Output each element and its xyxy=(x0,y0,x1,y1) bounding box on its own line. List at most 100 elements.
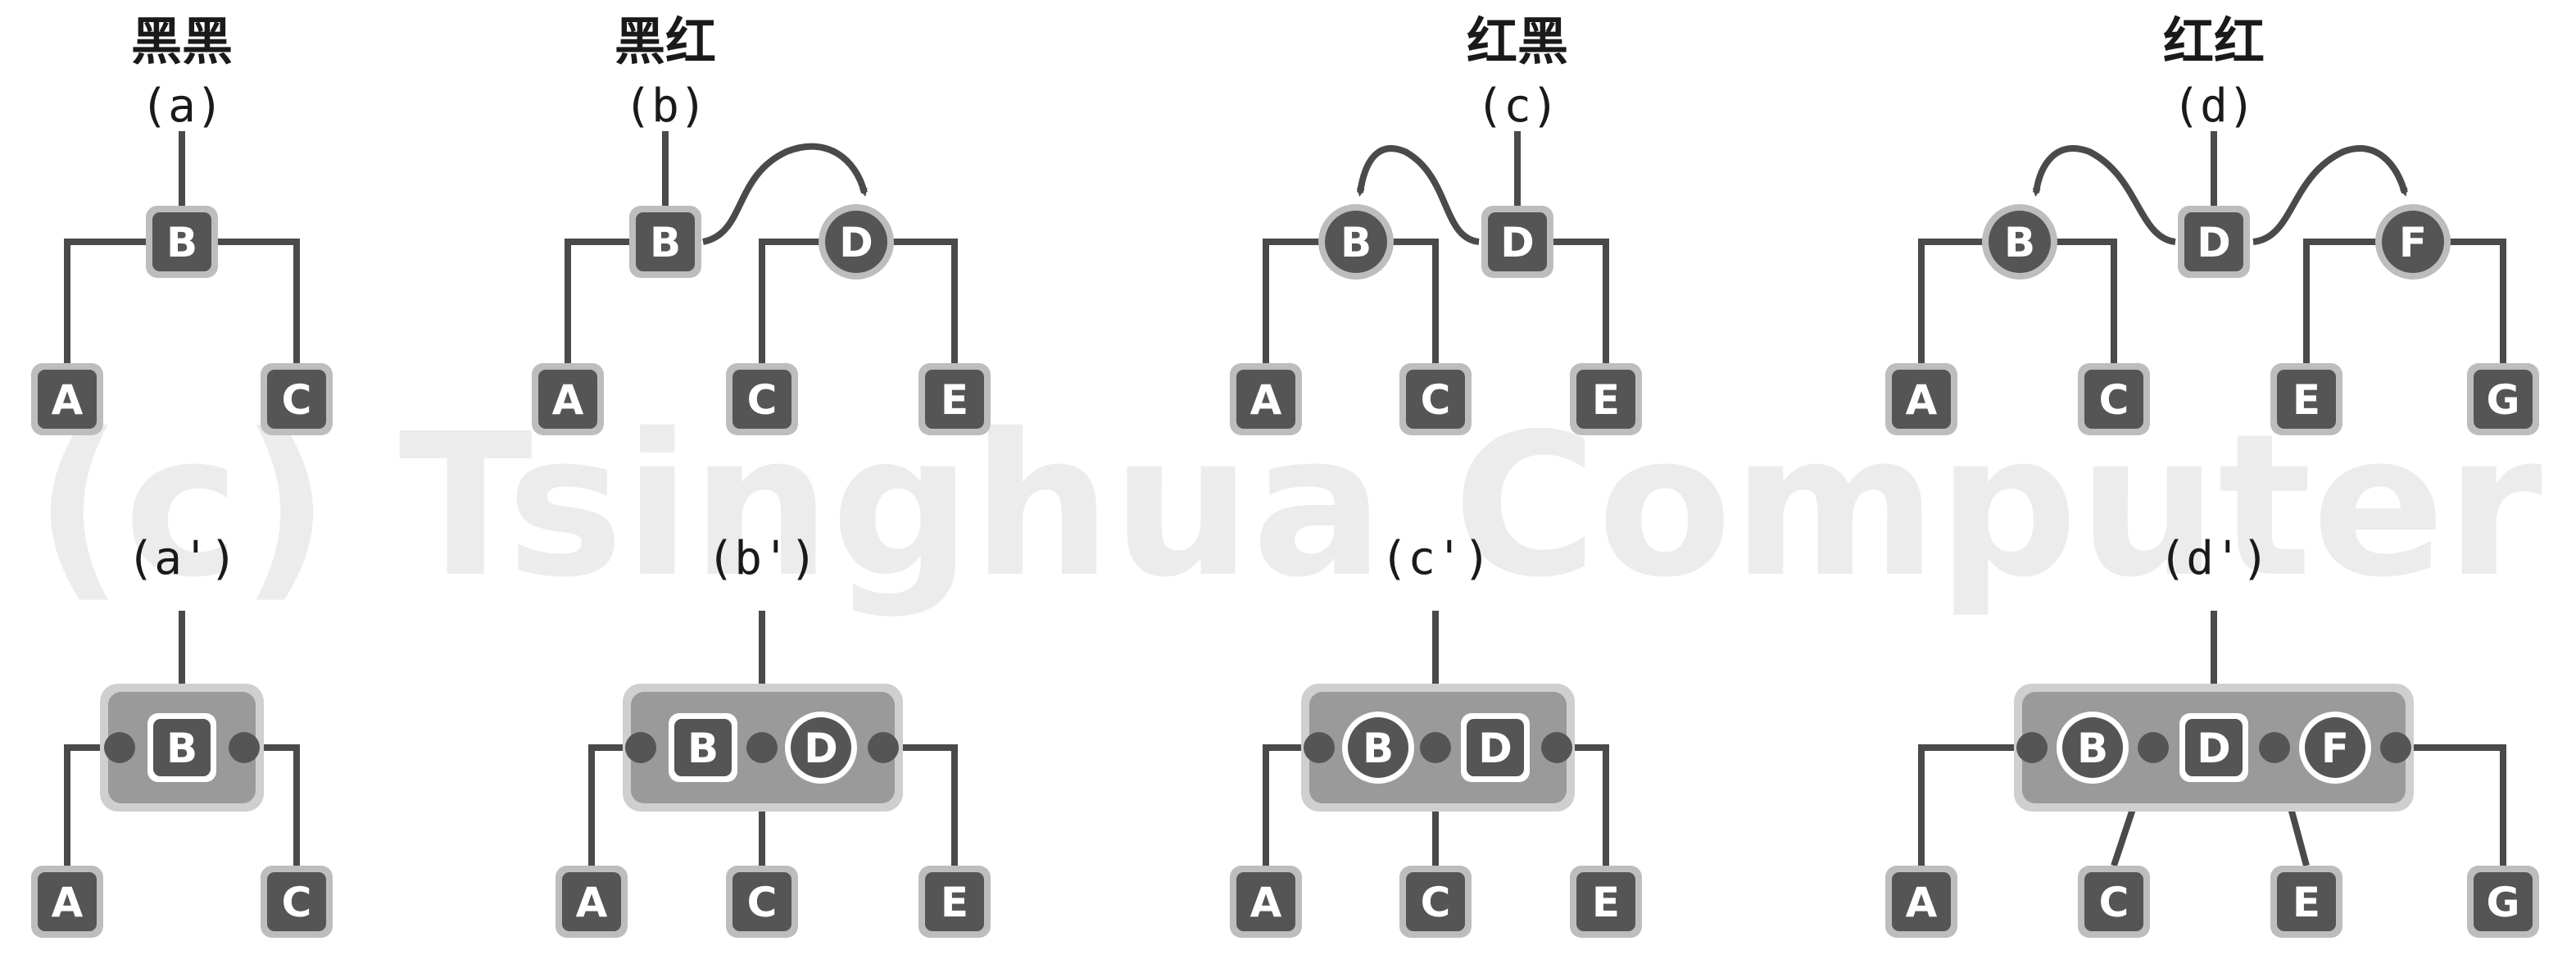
node-d2-key-1 xyxy=(2185,719,2243,776)
label-d-prime: (d') xyxy=(2159,532,2270,585)
node-c-key-0 xyxy=(1325,211,1387,273)
node-d-key-1 xyxy=(2184,212,2243,271)
node-d-key-0 xyxy=(1989,211,2051,273)
node-b-key-1 xyxy=(825,211,887,273)
node-d2-leaf-0-text: A xyxy=(1906,879,1938,926)
node-d2-leaf-1-text: C xyxy=(2099,879,2129,926)
label-b-prime: (b') xyxy=(707,532,818,585)
node-b-leaf-0 xyxy=(538,370,597,429)
label-c-prime: (c') xyxy=(1381,532,1491,585)
node-d-leaf-2-text: E xyxy=(2293,376,2320,424)
node-d-leaf-0 xyxy=(1892,370,1951,429)
dot-d2-3 xyxy=(2380,732,2411,763)
node-c-key-0-text: B xyxy=(1340,219,1372,266)
edge-b-leaf-1 xyxy=(759,239,819,399)
arrow-d-left xyxy=(2032,145,2176,245)
node-d-key-0-text: B xyxy=(2004,219,2035,266)
dot-b2-2 xyxy=(868,732,899,763)
node-c2-key-0-text: B xyxy=(1363,725,1394,772)
node-a-leaf-0 xyxy=(38,370,97,429)
title-c: 红黑 xyxy=(1467,11,1568,71)
dot-b2-1 xyxy=(746,732,778,763)
node-c2-key-0 xyxy=(1348,717,1408,778)
node-c-leaf-2 xyxy=(1576,370,1635,429)
node-b2-leaf-0-text: A xyxy=(576,879,608,926)
node-d-key-2-text: F xyxy=(2399,219,2427,266)
title-b: 黑红 xyxy=(615,11,716,71)
node-a2-leaf-0 xyxy=(38,872,97,931)
node-c2-leaf-2-text: E xyxy=(1592,879,1620,926)
label-a-prime: (a') xyxy=(127,532,238,585)
node-d2-leaf-2 xyxy=(2277,872,2336,931)
edge-b2-leaf-2 xyxy=(883,744,958,902)
node-d2-leaf-0 xyxy=(1892,872,1951,931)
node-d-leaf-1 xyxy=(2084,370,2143,429)
title-d: 红红 xyxy=(2163,11,2265,71)
node-a-key-0 xyxy=(152,212,211,271)
node-c2-leaf-2 xyxy=(1576,872,1635,931)
node-d-leaf-0-text: A xyxy=(1906,376,1938,424)
node-c2-key-1 xyxy=(1467,719,1524,776)
node-a-key-0-text: B xyxy=(166,219,197,266)
node-b2-leaf-2-text: E xyxy=(941,879,968,926)
dot-b2-0 xyxy=(625,732,656,763)
label-d: (d) xyxy=(2172,80,2255,133)
node-a2-leaf-1 xyxy=(267,872,326,931)
node-d2-key-0 xyxy=(2062,717,2123,778)
node-a2-key-0 xyxy=(153,719,211,776)
node-c2-key-1-text: D xyxy=(1478,725,1512,772)
node-d2-leaf-2-text: E xyxy=(2293,879,2320,926)
dot-d2-2 xyxy=(2259,732,2290,763)
node-b-key-1-text: D xyxy=(839,219,873,266)
node-a2-key-0-text: B xyxy=(166,725,197,772)
edge-d2-leaf-3 xyxy=(2396,744,2506,902)
edge-d2-leaf-0 xyxy=(1918,744,2032,902)
node-b2-leaf-2 xyxy=(925,872,984,931)
edge-c-leaf-1 xyxy=(1393,239,1439,399)
arrow-b xyxy=(702,143,868,245)
arrow-d-right xyxy=(2252,145,2408,245)
node-d2-key-2-text: F xyxy=(2321,725,2349,772)
dot-d2-1 xyxy=(2138,732,2169,763)
node-a2-leaf-1-text: C xyxy=(282,879,312,926)
node-d2-key-2 xyxy=(2305,717,2365,778)
node-b-leaf-1-text: C xyxy=(747,376,778,424)
node-c-leaf-0 xyxy=(1236,370,1295,429)
node-b2-key-0 xyxy=(674,719,732,776)
node-d-leaf-2 xyxy=(2277,370,2336,429)
node-d2-key-1-text: D xyxy=(2197,725,2231,772)
dot-c2-1 xyxy=(1420,732,1451,763)
node-c-leaf-2-text: E xyxy=(1592,376,1620,424)
node-d-leaf-1-text: C xyxy=(2099,376,2129,424)
node-b-leaf-2 xyxy=(925,370,984,429)
node-b2-leaf-1 xyxy=(732,872,791,931)
node-b-leaf-1 xyxy=(732,370,791,429)
edge-d-leaf-2 xyxy=(2303,239,2409,399)
node-b2-key-1-text: D xyxy=(804,725,838,772)
node-b2-leaf-1-text: C xyxy=(747,879,778,926)
dot-a2-0 xyxy=(104,732,135,763)
node-a-leaf-1-text: C xyxy=(282,376,312,424)
dot-c2-2 xyxy=(1541,732,1572,763)
node-a-leaf-0-text: A xyxy=(52,376,84,424)
label-a: (a) xyxy=(140,80,223,133)
node-a2-leaf-0-text: A xyxy=(52,879,84,926)
node-d2-leaf-3 xyxy=(2474,872,2533,931)
node-c-key-1-text: D xyxy=(1500,219,1535,266)
node-d-key-2 xyxy=(2382,211,2444,273)
node-b2-key-1 xyxy=(791,717,851,778)
node-c-key-1 xyxy=(1488,212,1547,271)
node-c-leaf-1-text: C xyxy=(1421,376,1451,424)
node-c2-leaf-1-text: C xyxy=(1421,879,1451,926)
title-a: 黑黑 xyxy=(131,11,233,71)
edge-b-leaf-0 xyxy=(565,239,631,399)
edge-a-left xyxy=(64,239,147,399)
node-d-leaf-3 xyxy=(2474,370,2533,429)
edge-c-leaf-2 xyxy=(1549,239,1609,399)
node-d2-leaf-3-text: G xyxy=(2486,879,2519,926)
node-b-key-0 xyxy=(636,212,695,271)
node-b-leaf-0-text: A xyxy=(552,376,584,424)
node-b-leaf-2-text: E xyxy=(941,376,968,424)
